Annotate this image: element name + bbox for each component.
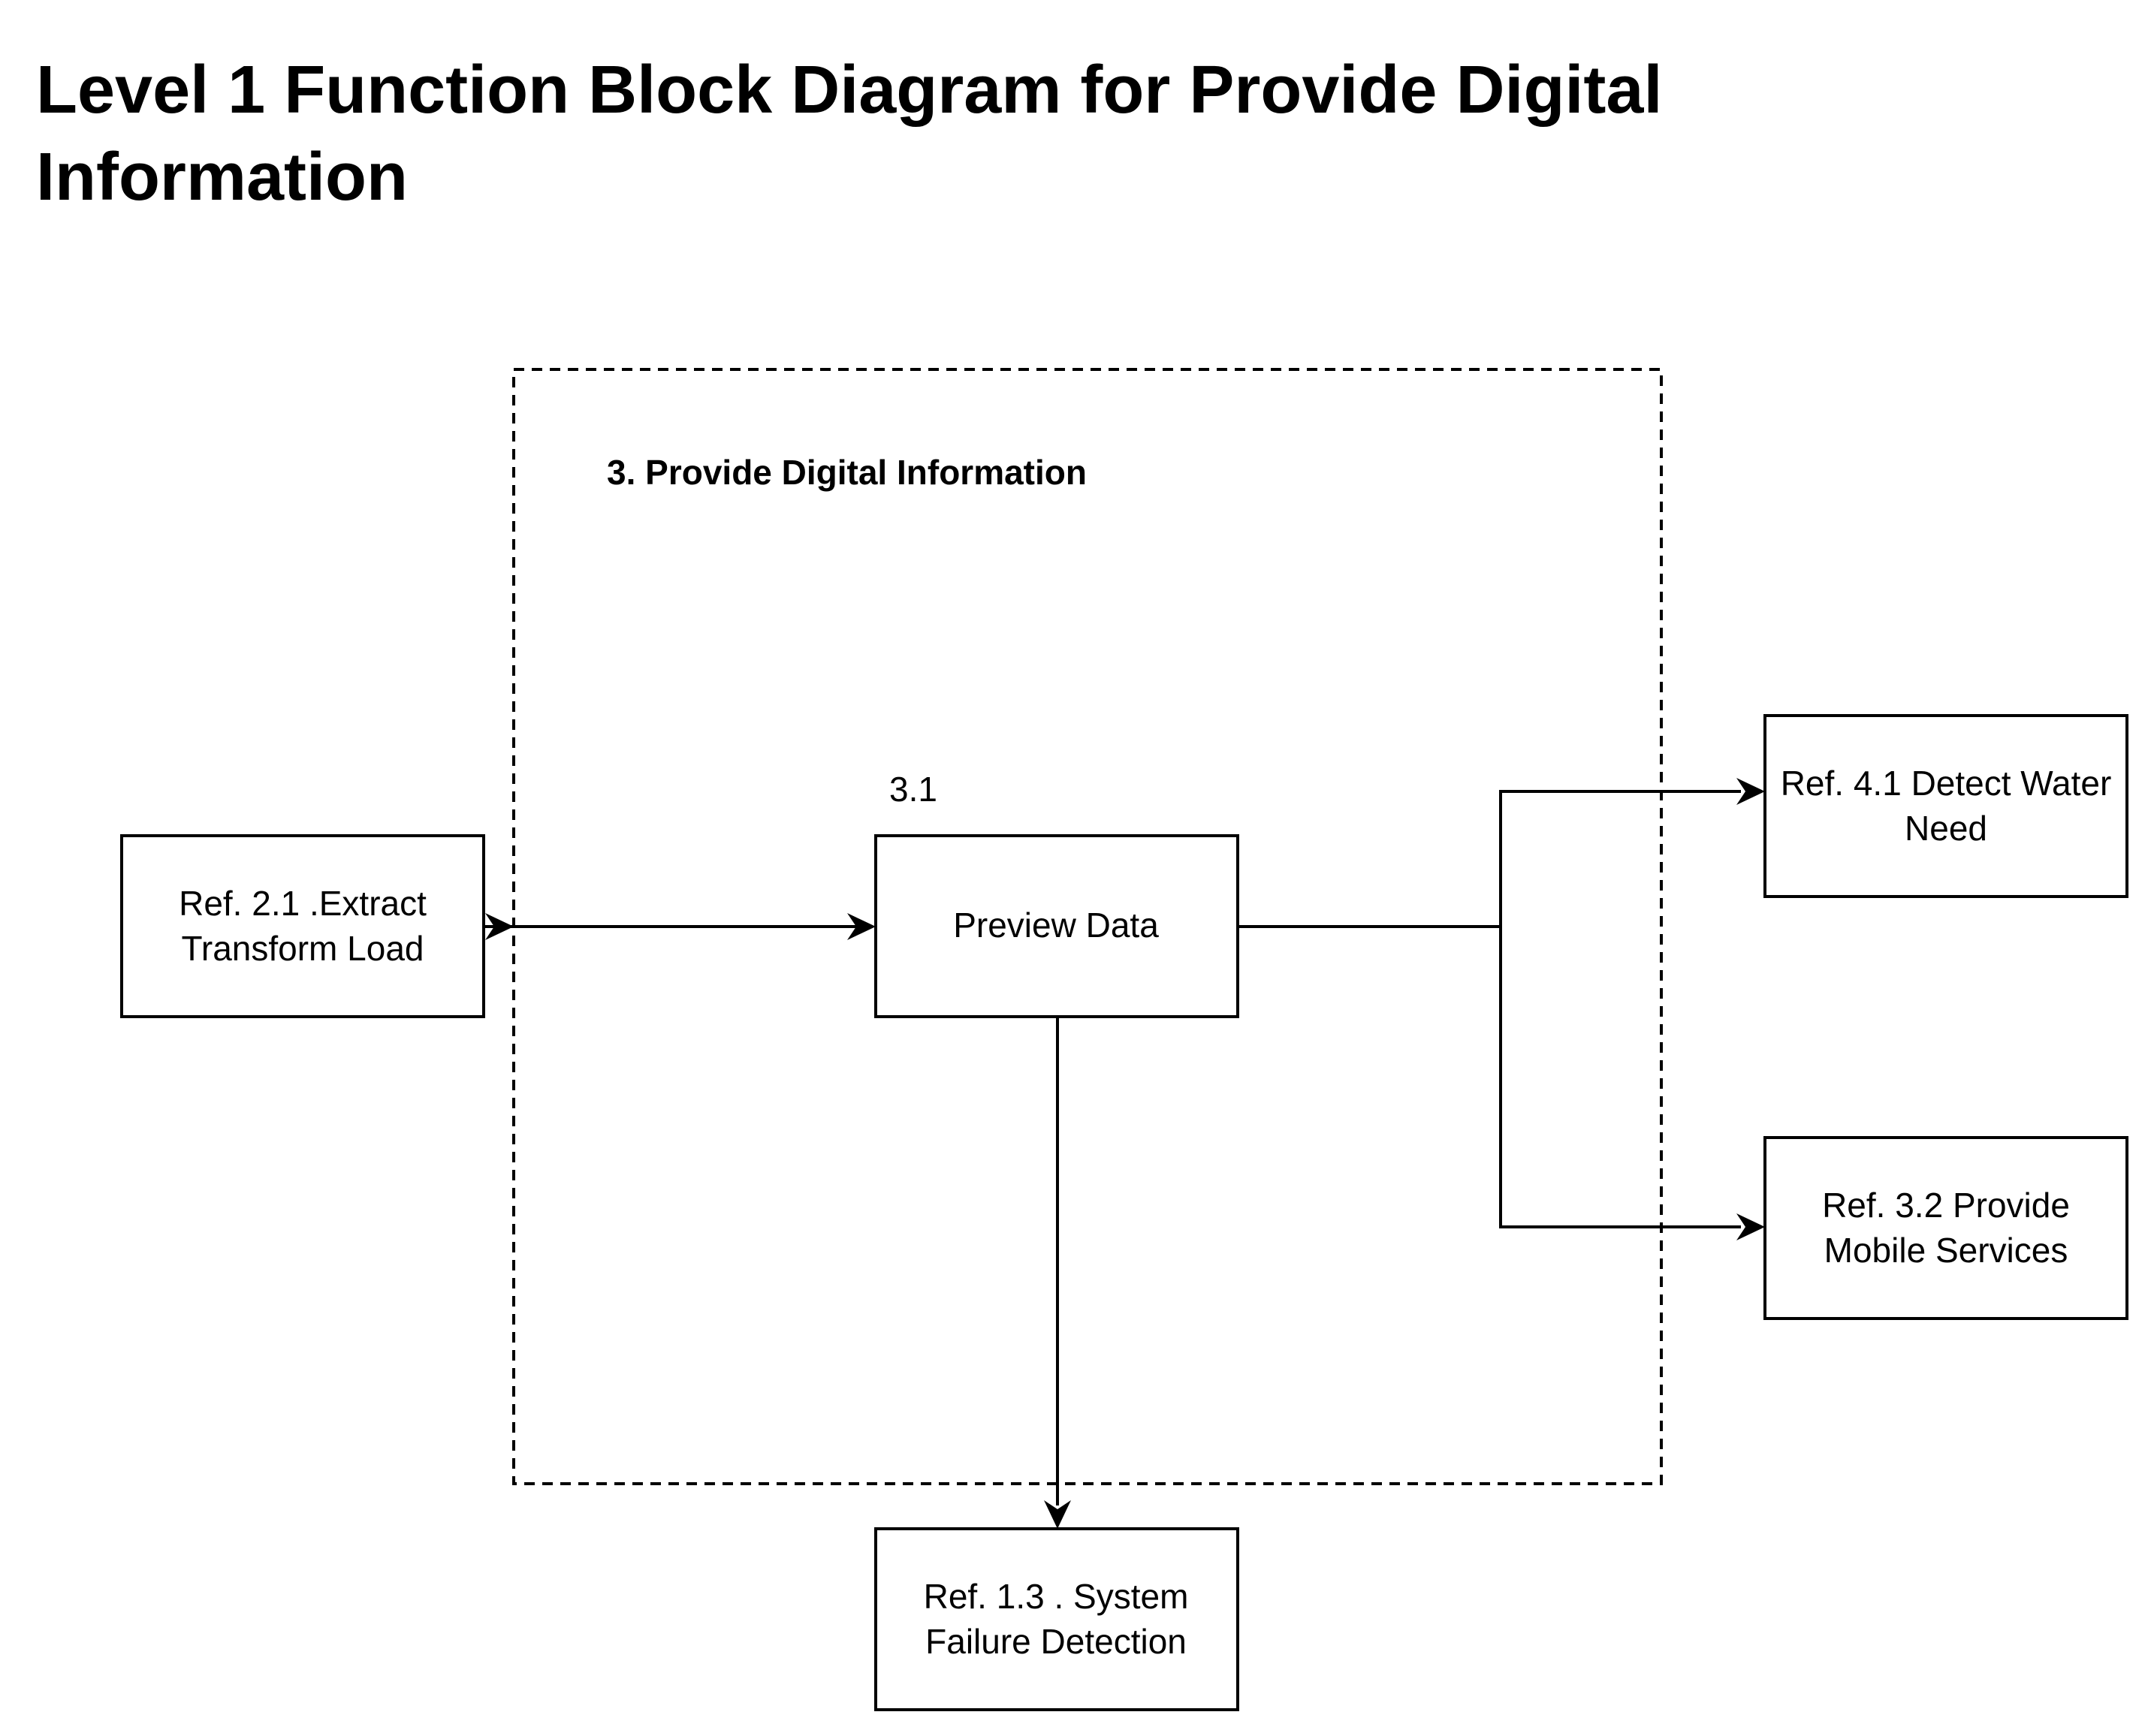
block-detect-frame — [1763, 714, 2128, 898]
block-preview-frame — [874, 834, 1239, 1018]
block-extract-label-line2: Transform Load — [182, 929, 424, 968]
block-provide-mobile-services: Ref. 3.2 Provide Mobile Services — [1763, 1136, 2128, 1320]
arrowhead-into-mobile — [1736, 1213, 1765, 1240]
block-preview-label: Preview Data — [953, 906, 1159, 945]
arrowhead-into-preview — [847, 913, 876, 940]
block-mobile-label-line1: Ref. 3.2 Provide — [1822, 1186, 2070, 1225]
function-group-label: 3. Provide Digital Information — [607, 453, 1087, 492]
page-title: Level 1 Function Block Diagram for Provi… — [36, 53, 1663, 215]
block-extract-label-line1: Ref. 2.1 .Extract — [179, 884, 427, 923]
block-extract-frame — [120, 834, 485, 1018]
block-detect-water-need: Ref. 4.1 Detect Water Need — [1763, 714, 2128, 898]
block-mobile-label-line2: Mobile Services — [1824, 1231, 2068, 1270]
block-preview-data: Preview Data — [874, 834, 1239, 1018]
arrowhead-into-detect — [1736, 778, 1765, 805]
block-detect-label-line1: Ref. 4.1 Detect Water — [1781, 764, 2112, 803]
block-extract-transform-load: Ref. 2.1 .Extract Transform Load — [120, 834, 485, 1018]
arrowhead-into-group-boundary — [485, 913, 514, 940]
block-detect-label-line2: Need — [1905, 809, 1987, 848]
connector-preview-to-detect — [1238, 790, 1741, 928]
connector-preview-to-mobile — [1499, 927, 1741, 1228]
block-system-failure-detection: Ref. 1.3 . System Failure Detection — [874, 1527, 1239, 1711]
block-failure-label-line1: Ref. 1.3 . System — [924, 1577, 1189, 1616]
block-failure-label-line2: Failure Detection — [925, 1622, 1187, 1661]
arrowhead-into-failure — [1044, 1500, 1071, 1529]
block-mobile-frame — [1763, 1136, 2128, 1320]
block-failure-frame — [874, 1527, 1239, 1711]
function-number-label: 3.1 — [889, 770, 937, 809]
connectors — [484, 790, 1741, 1505]
arrowheads — [485, 778, 1765, 1529]
